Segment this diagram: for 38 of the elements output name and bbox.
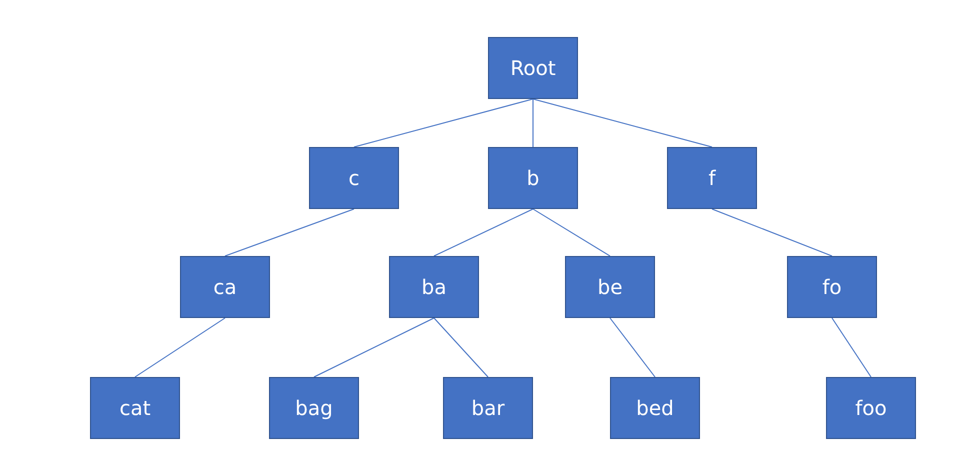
node-label: Root xyxy=(510,56,556,80)
node-label: b xyxy=(526,166,540,190)
connector-line xyxy=(532,98,712,148)
connector-line xyxy=(610,318,656,378)
connector-line xyxy=(434,318,488,378)
connector-line xyxy=(712,208,832,256)
node-label: be xyxy=(598,275,622,299)
node-label: fo xyxy=(822,275,842,299)
tree-node-box xyxy=(826,377,916,439)
tree-node-box xyxy=(488,37,578,99)
node-label: bag xyxy=(295,396,333,420)
node-label: foo xyxy=(855,396,887,420)
node-label: c xyxy=(348,166,360,190)
tree-node-box xyxy=(269,377,359,439)
node-label: cat xyxy=(119,396,151,420)
node-label: f xyxy=(708,166,716,190)
tree-node-box xyxy=(565,256,655,318)
node-label: ba xyxy=(422,275,446,299)
node-label: ca xyxy=(213,275,237,299)
tree-node-box xyxy=(180,256,270,318)
connector-line xyxy=(532,208,610,256)
tree-node-box xyxy=(389,256,479,318)
tree-node-box xyxy=(787,256,877,318)
tree-node-box xyxy=(90,377,180,439)
connector-line xyxy=(832,318,872,378)
node-label: bed xyxy=(636,396,674,420)
tree-node-box xyxy=(443,377,533,439)
node-label: bar xyxy=(471,396,505,420)
tree-node-box xyxy=(610,377,700,439)
tree-node-box xyxy=(488,147,578,209)
connector-line xyxy=(434,208,534,256)
connector-line xyxy=(224,208,354,256)
tree-node-box xyxy=(667,147,757,209)
tree-node-box xyxy=(309,147,399,209)
connector-line xyxy=(532,98,534,148)
connector-line xyxy=(134,318,226,378)
connector-line xyxy=(354,98,534,148)
connector-line xyxy=(314,318,434,378)
